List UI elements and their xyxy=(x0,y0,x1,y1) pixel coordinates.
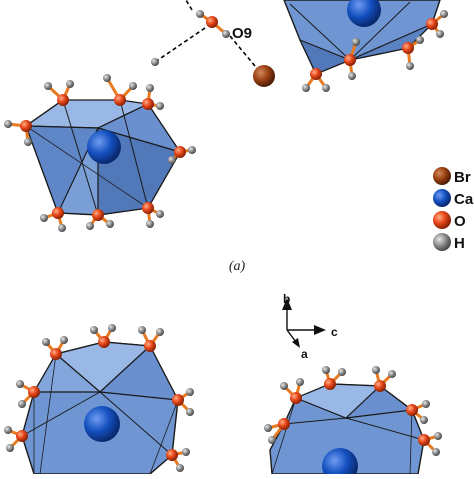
hydrogen-bonds xyxy=(154,0,261,73)
oxygen-atom xyxy=(278,418,290,430)
oxygen-atom xyxy=(92,209,104,221)
oxygen-atom xyxy=(206,16,218,28)
oxygen-atom xyxy=(172,394,184,406)
oxygen-atom xyxy=(20,120,32,132)
oxygen-atom xyxy=(114,94,126,106)
oxygen-atom xyxy=(142,202,154,214)
oxygen-atom xyxy=(52,207,64,219)
atoms-a-left xyxy=(4,74,196,232)
legend-item-o: O xyxy=(433,211,466,230)
svg-text:Br: Br xyxy=(454,169,471,186)
oxygen-atom xyxy=(144,340,156,352)
calcium-atom xyxy=(347,0,381,27)
oxygen-atom xyxy=(57,94,69,106)
svg-text:H: H xyxy=(454,235,465,252)
axis-label-a: a xyxy=(301,347,308,361)
atoms-b-right xyxy=(264,366,442,479)
oxygen-atom xyxy=(402,42,414,54)
legend-item-h: H xyxy=(433,233,465,252)
oxygen-atom xyxy=(290,392,302,404)
oxygen-atom xyxy=(166,449,178,461)
calcium-atom xyxy=(84,406,120,442)
oxygen-atom xyxy=(324,378,336,390)
polyhedron-b-right xyxy=(269,383,425,475)
svg-text:Ca: Ca xyxy=(454,191,474,208)
oxygen-atom xyxy=(50,348,62,360)
oxygen-atom xyxy=(374,380,386,392)
axis-label-b: b xyxy=(283,292,290,306)
oxygen-atom xyxy=(344,54,356,66)
panel-label-a: (a) xyxy=(229,259,246,274)
calcium-atom xyxy=(87,130,121,164)
bromine-atom xyxy=(253,65,275,87)
axis-indicator xyxy=(282,298,326,348)
oxygen-atom xyxy=(174,146,186,158)
oxygen-atom xyxy=(28,386,40,398)
oxygen-atom xyxy=(310,68,322,80)
polyhedron-a-right xyxy=(283,0,441,75)
oxygen-atom xyxy=(98,336,110,348)
legend: Br Ca O H xyxy=(433,167,474,252)
oxygen-atom xyxy=(418,434,430,446)
oxygen-atom xyxy=(142,98,154,110)
water-o9 xyxy=(151,10,230,66)
polyhedron-a-left xyxy=(24,99,182,216)
axis-label-c: c xyxy=(331,325,338,339)
calcium-atom xyxy=(322,448,358,479)
oxygen-atom xyxy=(406,404,418,416)
legend-item-br: Br xyxy=(433,167,471,186)
atoms-a-right xyxy=(302,0,448,92)
legend-item-ca: Ca xyxy=(433,189,474,208)
svg-text:O: O xyxy=(454,213,466,230)
atom-label-o9: O9 xyxy=(232,25,252,42)
oxygen-atom xyxy=(16,430,28,442)
oxygen-atom xyxy=(426,18,438,30)
atoms-b-left xyxy=(4,324,194,472)
